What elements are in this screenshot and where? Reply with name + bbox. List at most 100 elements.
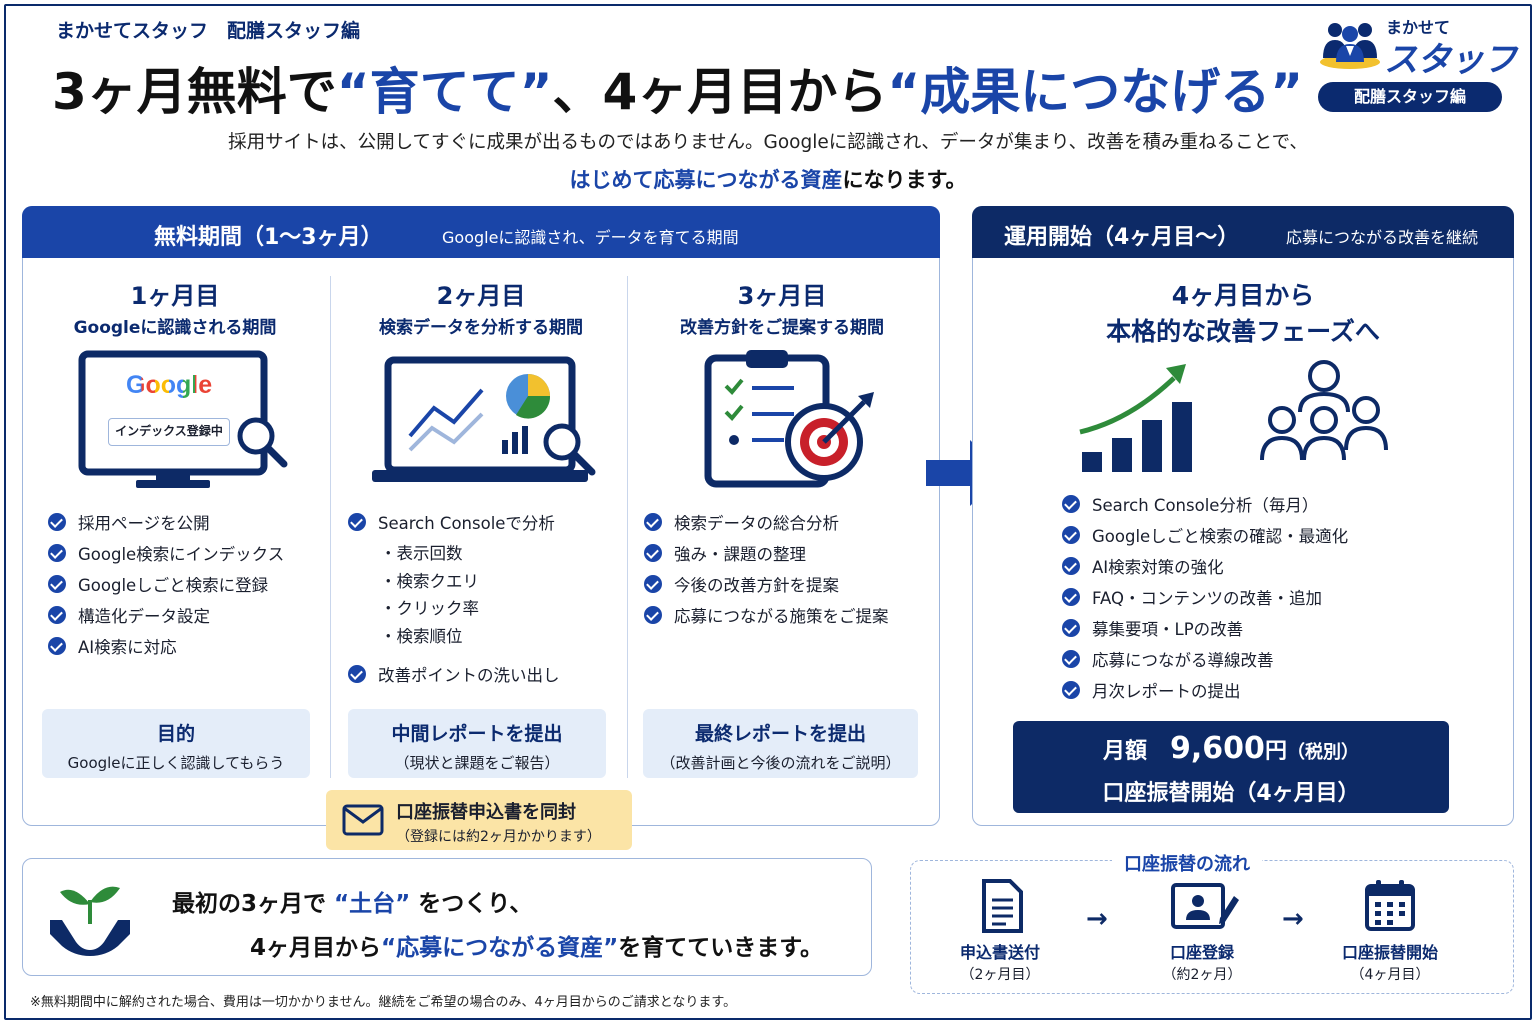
check-icon bbox=[48, 636, 66, 655]
monthly-price: 月額 9,600円（税別） bbox=[1103, 731, 1359, 766]
month1-desc: Googleに認識される期間 bbox=[73, 318, 277, 338]
check-icon bbox=[48, 574, 66, 593]
report-desc: （改善計画と今後の流れをご説明） bbox=[660, 754, 901, 772]
list-item: 月次レポートの提出 bbox=[1062, 674, 1348, 705]
flow-step-label: 申込書送付 bbox=[959, 943, 1040, 962]
list-item: 採用ページを公開 bbox=[48, 506, 284, 537]
calendar-icon bbox=[1365, 880, 1415, 931]
logo-small-text: まかせて bbox=[1386, 18, 1451, 37]
mail-notice-sub: （登録には約2ヶ月かかります） bbox=[396, 829, 601, 845]
page-subtitle: まかせてスタッフ 配膳スタッフ編 bbox=[56, 20, 361, 42]
column-divider bbox=[627, 276, 628, 778]
headline-part1: 3ヶ月無料で bbox=[52, 63, 337, 121]
list-item: 構造化データ設定 bbox=[48, 599, 284, 630]
list-item: 募集要項・LPの改善 bbox=[1062, 612, 1348, 643]
lead-rest: になります。 bbox=[842, 168, 967, 192]
check-icon bbox=[1062, 494, 1080, 513]
mail-notice-title: 口座振替申込書を同封 bbox=[396, 802, 576, 823]
check-icon bbox=[1062, 525, 1080, 544]
logo-main-text: スタッフ bbox=[1384, 40, 1517, 80]
document-icon bbox=[982, 879, 1023, 933]
lead-text-2: はじめて応募につながる資産になります。 bbox=[0, 164, 1536, 194]
check-icon bbox=[48, 543, 66, 562]
report-title: 最終レポートを提出 bbox=[694, 723, 866, 745]
check-icon bbox=[1062, 649, 1080, 668]
month1-checklist: 採用ページを公開 Google検索にインデックス Googleしごと検索に登録 … bbox=[48, 506, 284, 661]
list-item: Googleしごと検索の確認・最適化 bbox=[1062, 519, 1348, 550]
month2-desc: 検索データを分析する期間 bbox=[379, 318, 583, 338]
list-item: Search Consoleで分析 bbox=[348, 506, 555, 537]
footnote: ※無料期間中に解約された場合、費用は一切かかりません。継続をご希望の場合のみ、4… bbox=[30, 995, 737, 1010]
billing-flow-title: 口座振替の流れ bbox=[1112, 850, 1262, 876]
check-icon bbox=[48, 605, 66, 624]
check-icon bbox=[644, 605, 662, 624]
check-icon bbox=[1062, 618, 1080, 637]
flow-arrow-icon: → bbox=[1086, 904, 1108, 934]
mail-notice-box bbox=[326, 790, 632, 850]
report-desc: （現状と課題をご報告） bbox=[394, 754, 560, 772]
flow-step-sub: （4ヶ月目） bbox=[1350, 967, 1430, 983]
laptop-analytics-icon bbox=[372, 356, 596, 482]
message-box bbox=[22, 858, 872, 976]
staff-people-icon bbox=[1320, 23, 1380, 69]
list-item: AI検索に対応 bbox=[48, 630, 284, 661]
month2-title: 2ヶ月目 bbox=[436, 282, 526, 310]
flow-step-label: 口座振替開始 bbox=[1341, 943, 1438, 962]
report-title: 中間レポートを提出 bbox=[391, 723, 563, 745]
month2-report-box: 中間レポートを提出 （現状と課題をご報告） bbox=[348, 709, 606, 778]
check-icon bbox=[644, 512, 662, 531]
check-icon bbox=[644, 574, 662, 593]
list-item: FAQ・コンテンツの改善・追加 bbox=[1062, 581, 1348, 612]
flow-arrow-icon: → bbox=[1282, 904, 1304, 934]
operation-heading-1: 4ヶ月目から bbox=[1171, 281, 1315, 310]
headline-highlight1: “育てて” bbox=[336, 63, 553, 121]
month2-checklist-2: 改善ポイントの洗い出し bbox=[348, 658, 560, 689]
check-icon bbox=[644, 543, 662, 562]
operation-checklist: Search Console分析（毎月） Googleしごと検索の確認・最適化 … bbox=[1062, 488, 1348, 705]
check-icon bbox=[1062, 556, 1080, 575]
flow-step-sub: （2ヶ月目） bbox=[960, 967, 1040, 983]
list-item: 検索データの総合分析 bbox=[644, 506, 889, 537]
operation-heading-2: 本格的な改善フェーズへ bbox=[1106, 317, 1380, 346]
check-icon bbox=[1062, 680, 1080, 699]
bullet-item: ・表示回数 bbox=[380, 544, 463, 563]
list-item: AI検索対策の強化 bbox=[1062, 550, 1348, 581]
bullet-item: ・検索クエリ bbox=[380, 571, 479, 591]
check-icon bbox=[348, 664, 366, 683]
free-period-title: 無料期間（1〜3ヶ月） bbox=[154, 225, 383, 250]
check-icon bbox=[1062, 587, 1080, 606]
list-item: 改善ポイントの洗い出し bbox=[348, 658, 560, 689]
sprout-hands-icon bbox=[50, 886, 130, 956]
logo-badge: 配膳スタッフ編 bbox=[1318, 82, 1502, 112]
operation-title: 運用開始（4ヶ月目〜） bbox=[1004, 225, 1240, 250]
headline-highlight2: “成果につなげる” bbox=[887, 63, 1304, 121]
free-period-subtitle: Googleに認識され、データを育てる期間 bbox=[442, 228, 739, 247]
message-line-1: 最初の3ヶ月で “土台” をつくり、 bbox=[172, 891, 533, 917]
month3-report-box: 最終レポートを提出 （改善計画と今後の流れをご説明） bbox=[643, 709, 918, 778]
list-item: 応募につながる施策をご提案 bbox=[644, 599, 889, 630]
list-item: Google検索にインデックス bbox=[48, 537, 284, 568]
month1-title: 1ヶ月目 bbox=[130, 282, 220, 310]
flow-step-sub: （約2ヶ月） bbox=[1162, 967, 1242, 983]
month2-bullets: ・表示回数 ・検索クエリ ・クリック率 ・検索順位 bbox=[380, 540, 479, 650]
lead-text: 採用サイトは、公開してすぐに成果が出るものではありません。Googleに認識され… bbox=[228, 132, 1308, 153]
list-item: 今後の改善方針を提案 bbox=[644, 568, 889, 599]
list-item: Search Console分析（毎月） bbox=[1062, 488, 1348, 519]
bullet-item: ・クリック率 bbox=[380, 599, 479, 618]
free-period-header: 無料期間（1〜3ヶ月） Googleに認識され、データを育てる期間 bbox=[22, 206, 940, 258]
bullet-item: ・検索順位 bbox=[380, 626, 463, 646]
operation-subtitle: 応募につながる改善を継続 bbox=[1286, 228, 1479, 247]
list-item: 応募につながる導線改善 bbox=[1062, 643, 1348, 674]
page-frame bbox=[4, 4, 1532, 1020]
clipboard-target-icon bbox=[704, 350, 874, 488]
google-logo-text: Google bbox=[126, 371, 213, 399]
account-register-icon bbox=[1171, 883, 1239, 929]
headline-part2: 、4ヶ月目から bbox=[552, 63, 888, 121]
month1-purpose-box: 目的 Googleに正しく認識してもらう bbox=[42, 709, 310, 778]
team-people-icon bbox=[1260, 360, 1388, 461]
billing-start: 口座振替開始（4ヶ月目） bbox=[1102, 781, 1360, 806]
lead-highlight: はじめて応募につながる資産 bbox=[569, 168, 843, 192]
check-icon bbox=[348, 512, 366, 531]
index-status-badge: インデックス登録中 bbox=[108, 418, 230, 446]
list-item: Googleしごと検索に登録 bbox=[48, 568, 284, 599]
